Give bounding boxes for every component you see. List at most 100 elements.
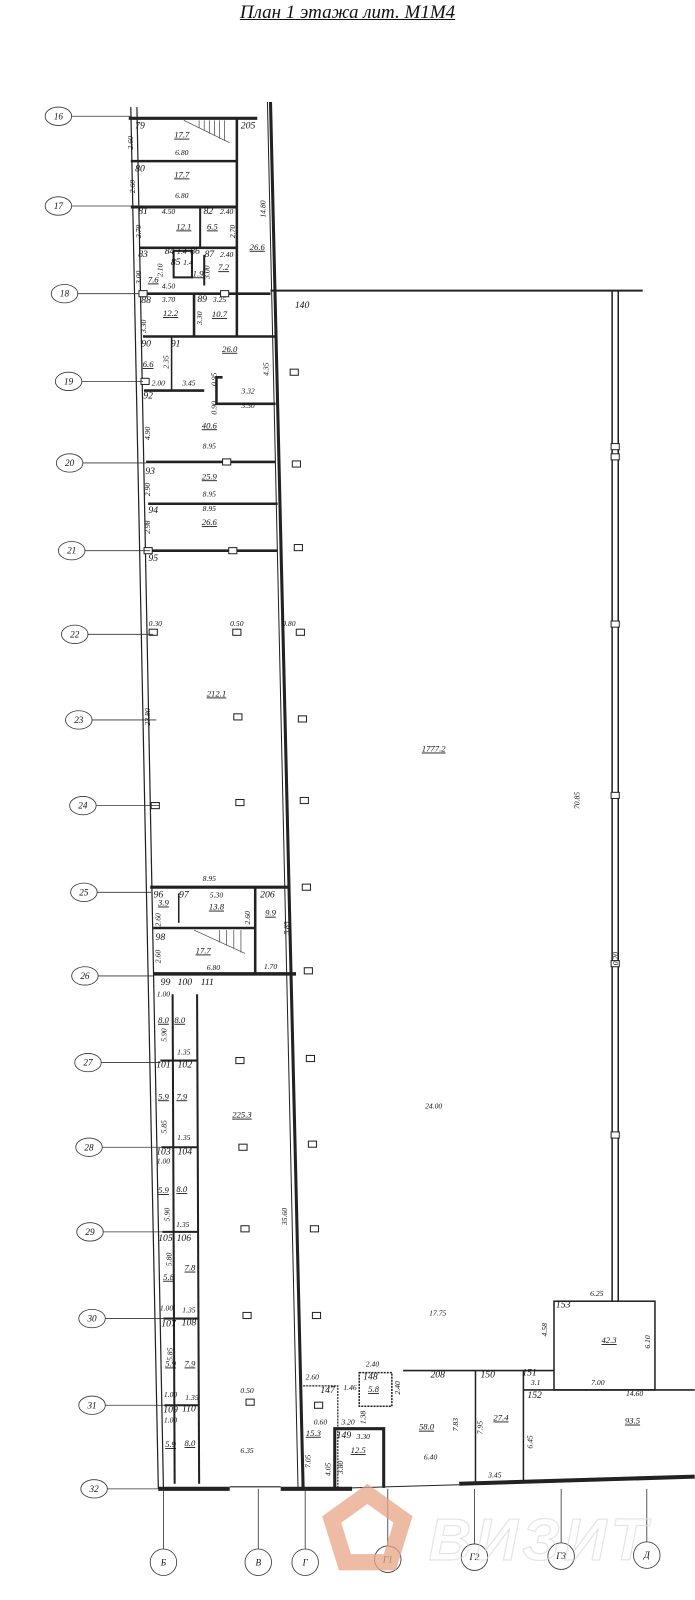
- room-area: 1777.2: [422, 744, 446, 754]
- dimension-label: 7.83: [451, 1418, 460, 1432]
- axis-marker: [50, 284, 79, 304]
- room-number: 91: [171, 339, 181, 350]
- column-marker: [307, 1140, 318, 1148]
- room-area: 5.8: [368, 1384, 379, 1394]
- dimension-label: 1.35: [177, 1133, 191, 1142]
- room-number: 88: [141, 295, 151, 306]
- room-number: 97: [179, 889, 190, 900]
- room-number: 151: [522, 1368, 537, 1379]
- dimension-label: 3.30: [139, 319, 148, 334]
- axis-marker: [75, 1137, 103, 1157]
- dimension-label: 3.32: [240, 387, 255, 396]
- column-marker: [235, 798, 245, 807]
- dimension-label: 1.00: [164, 1416, 178, 1425]
- axis-marker: [547, 1542, 575, 1570]
- room-area: 12.2: [163, 308, 179, 318]
- dimension-label: 5.80: [165, 1253, 174, 1267]
- column-marker: [610, 453, 620, 461]
- room-area: 12.5: [351, 1445, 367, 1455]
- dimension-label: 3.30: [195, 311, 204, 326]
- room-number: 108: [182, 1318, 197, 1329]
- dimension-label: 3.00: [134, 271, 143, 286]
- column-marker: [148, 628, 158, 636]
- room-number: 105: [158, 1233, 173, 1244]
- dimension-label: 3.00: [202, 265, 211, 280]
- room-number: 87: [204, 249, 215, 260]
- axis-row-label: 18: [60, 289, 70, 299]
- room-area: 58.0: [419, 1422, 435, 1432]
- room-number: 89: [197, 294, 207, 305]
- room-area: 25.9: [202, 471, 218, 481]
- dimension-label: 1.00: [157, 1157, 171, 1166]
- room-area: 9.9: [265, 908, 276, 918]
- dimension-label: 5.85: [282, 921, 291, 935]
- dimension-label: 2.70: [228, 225, 237, 239]
- room-number: 92: [143, 391, 153, 402]
- room-number: 83: [138, 249, 148, 260]
- axis-marker: [291, 1548, 319, 1576]
- room-area: 26.6: [250, 242, 266, 252]
- axis-row-label: 29: [85, 1227, 95, 1237]
- dimension-label: 6.35: [240, 1446, 254, 1455]
- axis-column-label: В: [255, 1557, 261, 1567]
- room-number: 147: [320, 1385, 336, 1396]
- column-marker: [303, 967, 313, 975]
- room-number: 96: [153, 889, 163, 900]
- axis-row-label: 19: [64, 376, 74, 386]
- dimension-label: 1.70: [264, 962, 278, 971]
- axis-marker: [61, 624, 89, 644]
- dimension-label: 4.58: [540, 1323, 549, 1337]
- room-number: 95: [148, 553, 158, 564]
- room-area: 212.1: [207, 688, 226, 698]
- plan-title-text: План 1 этажа лит. М1М4: [239, 2, 456, 23]
- column-marker: [228, 547, 238, 555]
- room-number: 111: [201, 977, 214, 988]
- dimension-label: 4.50: [162, 282, 176, 291]
- dimension-label: 1.38: [358, 1411, 367, 1425]
- axis-marker: [80, 1479, 108, 1499]
- axis-column-label: Б: [160, 1557, 167, 1567]
- dimension-label: 14.60: [626, 1389, 643, 1398]
- dimension-label: 4.05: [324, 1463, 333, 1477]
- room-area: 10.7: [212, 309, 228, 319]
- stairs-icon: [183, 120, 246, 954]
- dimension-label: 23.80: [143, 708, 152, 725]
- dimension-label: 3.70: [161, 295, 176, 304]
- room-number: 98: [156, 932, 166, 943]
- column-marker: [299, 796, 309, 805]
- room-number: 101: [156, 1060, 171, 1071]
- axis-column-label: Г: [302, 1557, 309, 1567]
- column-marker: [240, 1225, 250, 1233]
- dimension-label: 0.20: [611, 952, 620, 966]
- axis-marker: [44, 106, 73, 126]
- room-area: 7.9: [176, 1091, 187, 1101]
- dimension-label: 1.35: [182, 1305, 196, 1314]
- column-marker: [610, 791, 620, 799]
- room-area: 42.3: [601, 1335, 617, 1345]
- dimension-label: 1.35: [185, 1393, 199, 1402]
- dimension-label: 2.60: [126, 136, 135, 150]
- dimension-label: 8.95: [203, 490, 217, 499]
- dimension-label: 6.45: [526, 1435, 535, 1449]
- column-marker: [309, 1225, 320, 1233]
- dimension-label: 4.90: [143, 427, 152, 441]
- dimension-label: 7.95: [476, 1421, 485, 1435]
- room-area: 13.8: [209, 902, 225, 912]
- room-area: 17.7: [196, 945, 212, 955]
- axis-marker: [70, 882, 98, 902]
- room-area: 7.2: [218, 262, 229, 272]
- dimension-label: 0.90: [209, 401, 218, 415]
- axis-marker: [633, 1541, 661, 1569]
- room-area: 17.7: [174, 169, 190, 179]
- column-marker: [301, 883, 311, 891]
- watermark-text: ВИЗИТ: [429, 1506, 652, 1573]
- dimension-label: 6.80: [175, 148, 189, 157]
- structural-columns: [138, 290, 620, 1409]
- dimension-label: 0.80: [282, 619, 296, 628]
- room-number: 206: [260, 889, 275, 900]
- column-marker: [222, 458, 232, 466]
- dimension-label: 2.35: [162, 355, 171, 369]
- column-marker: [293, 544, 303, 552]
- axis-marker: [149, 1548, 178, 1576]
